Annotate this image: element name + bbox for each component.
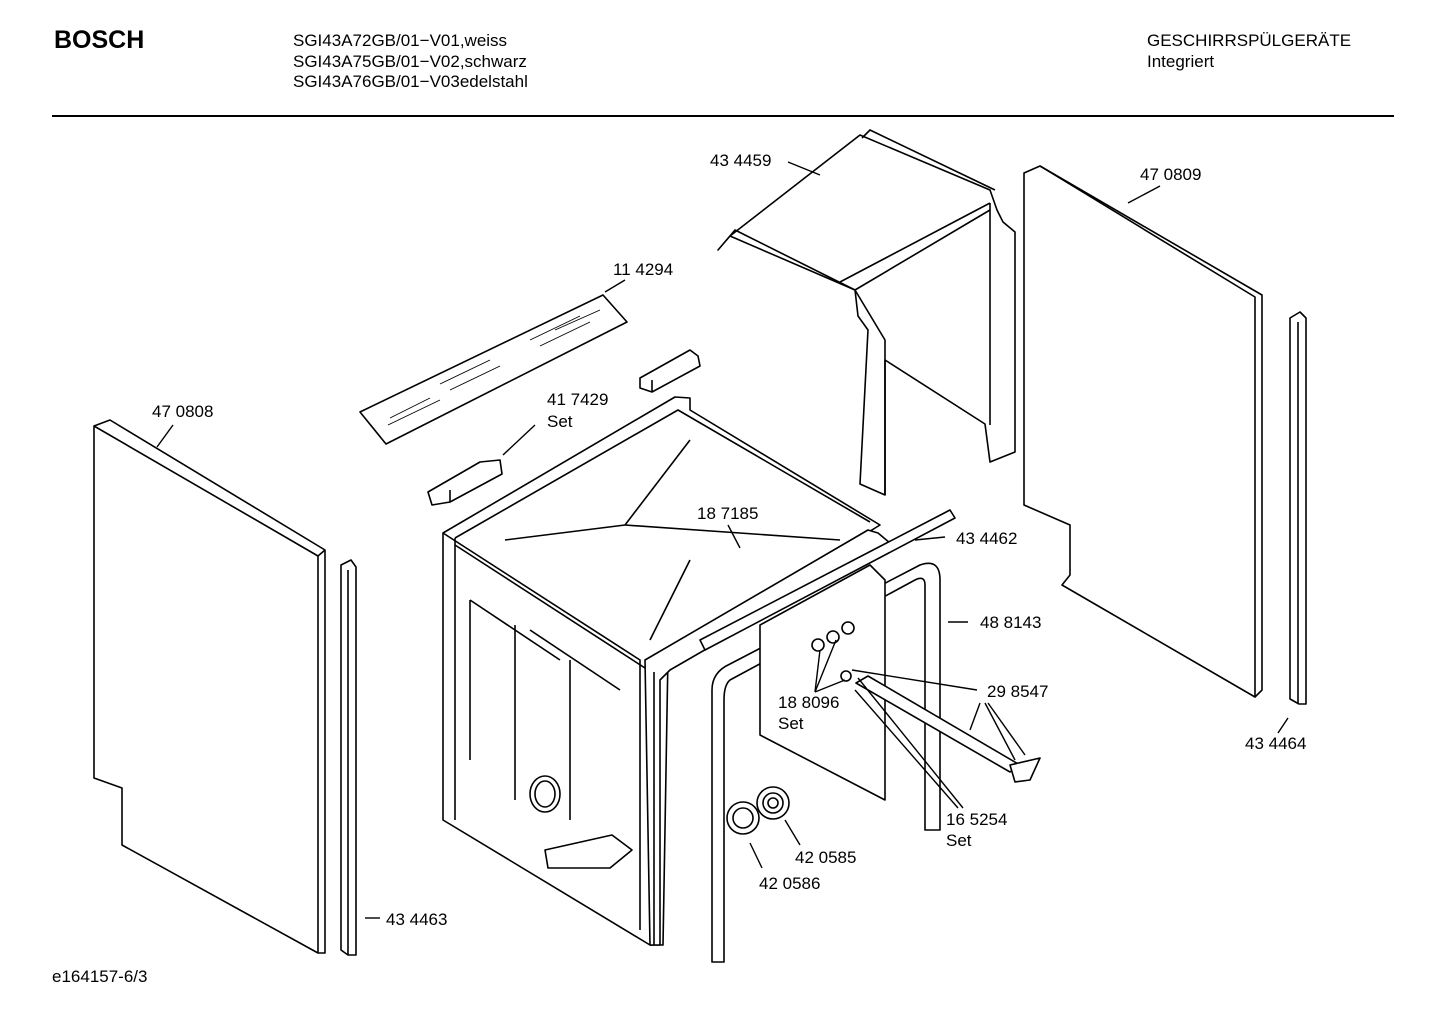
part-label-188096: 18 8096 [778,693,839,712]
category-block: GESCHIRRSPÜLGERÄTE Integriert [1147,31,1351,72]
part-label-470809: 47 0809 [1140,165,1201,184]
mounting-bracket-bottom [427,459,503,506]
part-label-434463: 43 4463 [386,910,447,929]
part-label-165254: 16 5254 [946,810,1007,829]
left-trim-strip [340,559,357,956]
category-subtitle: Integriert [1147,51,1215,71]
door-seal-frame [644,509,956,946]
part-label-417429: 41 7429 [547,390,608,409]
right-side-panel [1023,165,1263,698]
part-label-114294: 11 4294 [613,260,673,279]
part-label-434464: 43 4464 [1245,734,1306,753]
header-divider [52,115,1394,117]
part-label-488143: 48 8143 [980,613,1041,632]
part-label-298547: 29 8547 [987,682,1048,701]
model-line: SGI43A72GB/01−V01,weiss [293,31,508,50]
category-title: GESCHIRRSPÜLGERÄTE [1147,31,1352,50]
part-label-434459: 43 4459 [710,151,771,170]
left-side-panel [93,419,326,954]
insulation-mat [359,294,628,445]
part-label-165254-set: Set [946,831,972,850]
part-label-470808: 47 0808 [152,402,213,421]
drain-cap [756,786,790,820]
document-id: e164157-6/3 [52,967,148,986]
part-label-187185: 18 7185 [697,504,758,523]
model-list: SGI43A72GB/01−V01,weiss SGI43A75GB/01−V0… [293,31,528,93]
spray-rail [855,675,1041,783]
mounting-bracket-top [639,349,701,393]
part-label-434462: 43 4462 [956,529,1017,548]
filter-ring [726,801,760,835]
top-back-cover [717,129,1016,496]
right-trim-strip [1289,311,1307,705]
leader-lines [156,161,1289,919]
part-labels: 43 4459 47 0809 11 4294 41 7429 Set 47 0… [152,151,1306,929]
part-label-417429-set: Set [547,412,573,431]
part-label-420585: 42 0585 [795,848,856,867]
front-gasket [711,562,941,963]
brand-logo: BOSCH [54,26,145,54]
part-label-420586: 42 0586 [759,874,820,893]
part-label-188096-set: Set [778,714,804,733]
model-line: SGI43A76GB/01−V03edelstahl [293,72,528,91]
model-line: SGI43A75GB/01−V02,schwarz [293,51,527,71]
